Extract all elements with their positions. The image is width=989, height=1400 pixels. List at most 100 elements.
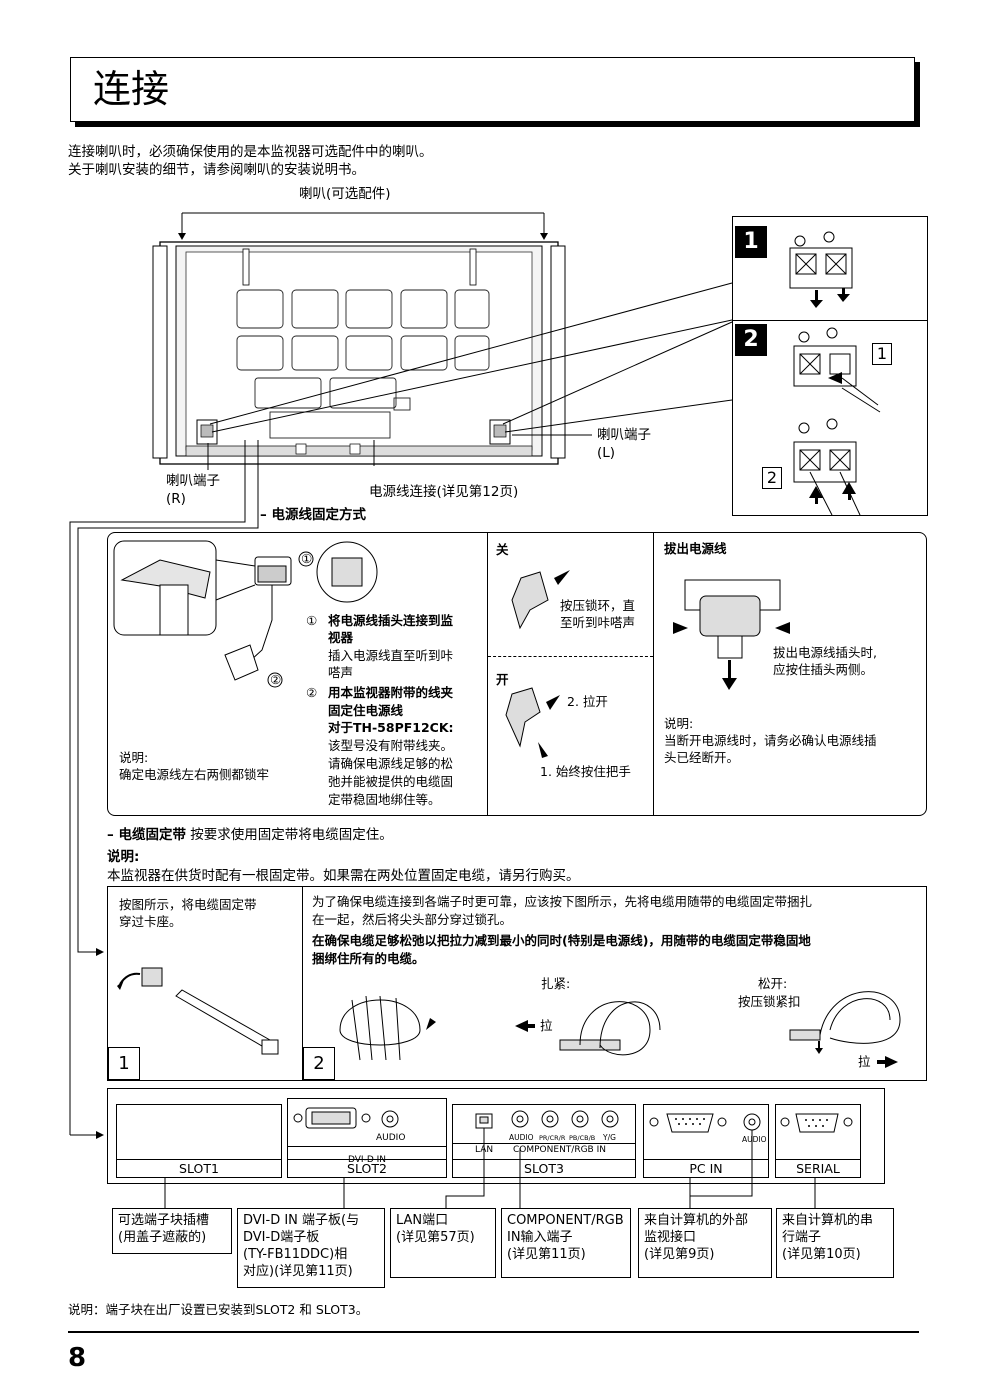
- cable-band-box: [107, 886, 927, 1081]
- label-slot2: DVI-D IN 端子板(与 DVI-D端子板 (TY-FB11DDC)相 对应…: [237, 1208, 385, 1288]
- footer-note: 说明：端子块在出厂设置已安装到SLOT2 和 SLOT3。: [68, 1302, 369, 1317]
- intro-line-1: 连接喇叭时，必须确保使用的是本监视器可选配件中的喇叭。: [68, 144, 433, 160]
- label-serial: 来自计算机的串 行端子 (详见第10页): [776, 1208, 894, 1278]
- power-section-heading: – 电源线固定方式: [260, 507, 366, 523]
- step-1-badge: 1: [735, 226, 767, 258]
- pull-right-label: 拉: [858, 1054, 871, 1069]
- slot1: SLOT1: [116, 1104, 282, 1178]
- title-box: 连接: [70, 57, 915, 122]
- page-title: 连接: [93, 67, 170, 111]
- cable-heading: – 电缆固定带 按要求使用固定带将电缆固定住。: [107, 827, 393, 844]
- label-serial-line2: 行端子: [782, 1230, 822, 1245]
- cable-right-text-2: 在一起，然后将尖头部分穿过锁孔。: [312, 912, 513, 927]
- label-slot2-line4: 对应)(详见第11页): [243, 1264, 353, 1279]
- cable-step-2: 2: [303, 1047, 335, 1080]
- item-2-model: 对于TH-58PF12CK:: [328, 720, 454, 735]
- cable-note-label: 说明:: [107, 849, 140, 865]
- label-slot2-line1: DVI-D IN 端子板(与: [243, 1213, 360, 1228]
- label-slot2-line2: DVI-D端子板: [243, 1230, 320, 1245]
- power-divider-2: [653, 533, 654, 815]
- label-pc-in-line2: 监视接口: [644, 1230, 697, 1245]
- speaker-caption: 喇叭(可选配件): [299, 186, 391, 202]
- loosen-label-2: 按压锁紧扣: [738, 994, 801, 1009]
- loosen-label: 松开:: [758, 976, 788, 991]
- circle-2-mark: ②: [270, 672, 282, 687]
- open-label: 开: [496, 672, 509, 687]
- sub-step-1: 1: [872, 343, 892, 365]
- slot2-audio-label: AUDIO: [376, 1133, 406, 1143]
- cable-heading-bold: – 电缆固定带: [107, 827, 186, 843]
- comp-audio-label: AUDIO: [509, 1133, 534, 1142]
- item-1-title-a: 将电源线插头连接到监: [328, 613, 454, 628]
- dvi-in-label: DVI-D IN: [347, 1155, 386, 1165]
- item-1-title-b: 视器: [328, 630, 354, 645]
- close-text-1: 按压锁环，直: [560, 598, 636, 613]
- power-dash-divider: [488, 656, 653, 657]
- cable-note-text: 本监视器在供货时配有一根固定带。如果需在两处位置固定电缆，请另行购买。: [107, 868, 580, 884]
- slot2-label: SLOT2: [288, 1159, 446, 1177]
- terminal-l-side: (L): [597, 445, 616, 461]
- open-step-2: 2. 拉开: [567, 694, 608, 709]
- item-2-title-b: 固定住电源线: [328, 703, 404, 718]
- step-2-badge: 2: [735, 324, 767, 356]
- terminal-l-label: 喇叭端子: [597, 427, 651, 443]
- cable-step-1: 1: [108, 1047, 140, 1080]
- component-label: COMPONENT/RGB IN: [513, 1145, 606, 1155]
- item-2-num: ②: [306, 685, 318, 700]
- item-2-line-4: 定带稳固地绑住等。: [328, 792, 441, 807]
- intro-line-2: 关于喇叭安装的细节，请参阅喇叭的安装说明书。: [68, 162, 365, 178]
- item-1-text-a: 插入电源线直至听到咔: [328, 648, 454, 663]
- page-number: 8: [68, 1343, 87, 1373]
- label-lan-line2: (详见第57页): [396, 1230, 475, 1245]
- pc-in-label: PC IN: [644, 1159, 768, 1177]
- slot3-label: SLOT3: [453, 1159, 635, 1177]
- cable-left-text-2: 穿过卡座。: [119, 914, 182, 929]
- cable-right-bold-1: 在确保电缆足够松弛以把拉力减到最小的同时(特别是电源线)，用随带的电缆固定带稳固…: [312, 933, 811, 948]
- label-component-line1: COMPONENT/RGB: [507, 1213, 624, 1228]
- cable-heading-text: 按要求使用固定带将电缆固定住。: [190, 827, 393, 843]
- cable-right-bold-2: 捆绑住所有的电缆。: [312, 951, 425, 966]
- label-slot2-line3: (TY-FB11DDC)相: [243, 1247, 348, 1262]
- pb-label: PB/CB/B: [569, 1134, 596, 1142]
- unplug-note-2: 头已经断开。: [664, 750, 740, 765]
- label-slot1: 可选端子块插槽 (用盖子遮蔽的): [112, 1208, 232, 1254]
- power-note-text: 确定电源线左右两侧都锁牢: [119, 767, 270, 782]
- unplug-text-2: 应按住插头两侧。: [773, 662, 874, 677]
- item-1-text-b: 嗒声: [328, 665, 354, 680]
- serial-label: SERIAL: [776, 1159, 860, 1177]
- power-divider-1: [487, 533, 488, 815]
- label-pc-in-line3: (详见第9页): [644, 1247, 715, 1262]
- footer-rule: [68, 1331, 919, 1333]
- label-pc-in-line1: 来自计算机的外部: [644, 1213, 749, 1228]
- detail-divider: [732, 320, 928, 321]
- close-label: 关: [496, 542, 509, 557]
- item-2-line-2: 请确保电源线足够的松: [328, 756, 454, 771]
- label-slot1-line1: 可选端子块插槽: [118, 1213, 210, 1228]
- yg-label: Y/G: [603, 1133, 616, 1142]
- pull-left-label: 拉: [540, 1018, 553, 1033]
- terminal-r-side: (R): [166, 491, 186, 507]
- unplug-note-1: 当断开电源线时，请务必确认电源线插: [664, 733, 877, 748]
- label-lan-line1: LAN端口: [396, 1213, 449, 1228]
- label-component: COMPONENT/RGB IN输入端子 (详见第11页): [501, 1208, 631, 1278]
- label-serial-line1: 来自计算机的串: [782, 1213, 874, 1228]
- circle-1-mark: ①: [301, 551, 313, 566]
- label-component-line3: (详见第11页): [507, 1247, 586, 1262]
- terminal-r-label: 喇叭端子: [166, 473, 220, 489]
- cable-right-text-1: 为了确保电缆连接到各端子时更可靠，应该按下图所示，先将电缆用随带的电缆固定带捆扎: [312, 894, 813, 909]
- sub-step-2: 2: [762, 467, 782, 489]
- cable-divider: [302, 887, 303, 1080]
- open-step-1: 1. 始终按住把手: [540, 764, 631, 779]
- slot1-label: SLOT1: [117, 1159, 281, 1177]
- item-2-line-1: 该型号没有附带线夹。: [328, 738, 454, 753]
- label-lan: LAN端口 (详见第57页): [390, 1208, 496, 1278]
- label-slot1-line2: (用盖子遮蔽的): [118, 1230, 207, 1245]
- unplug-title: 拔出电源线: [664, 541, 727, 556]
- unplug-note-label: 说明:: [664, 716, 694, 731]
- label-pc-in: 来自计算机的外部 监视接口 (详见第9页): [638, 1208, 772, 1278]
- close-text-2: 至听到咔嗒声: [560, 615, 636, 630]
